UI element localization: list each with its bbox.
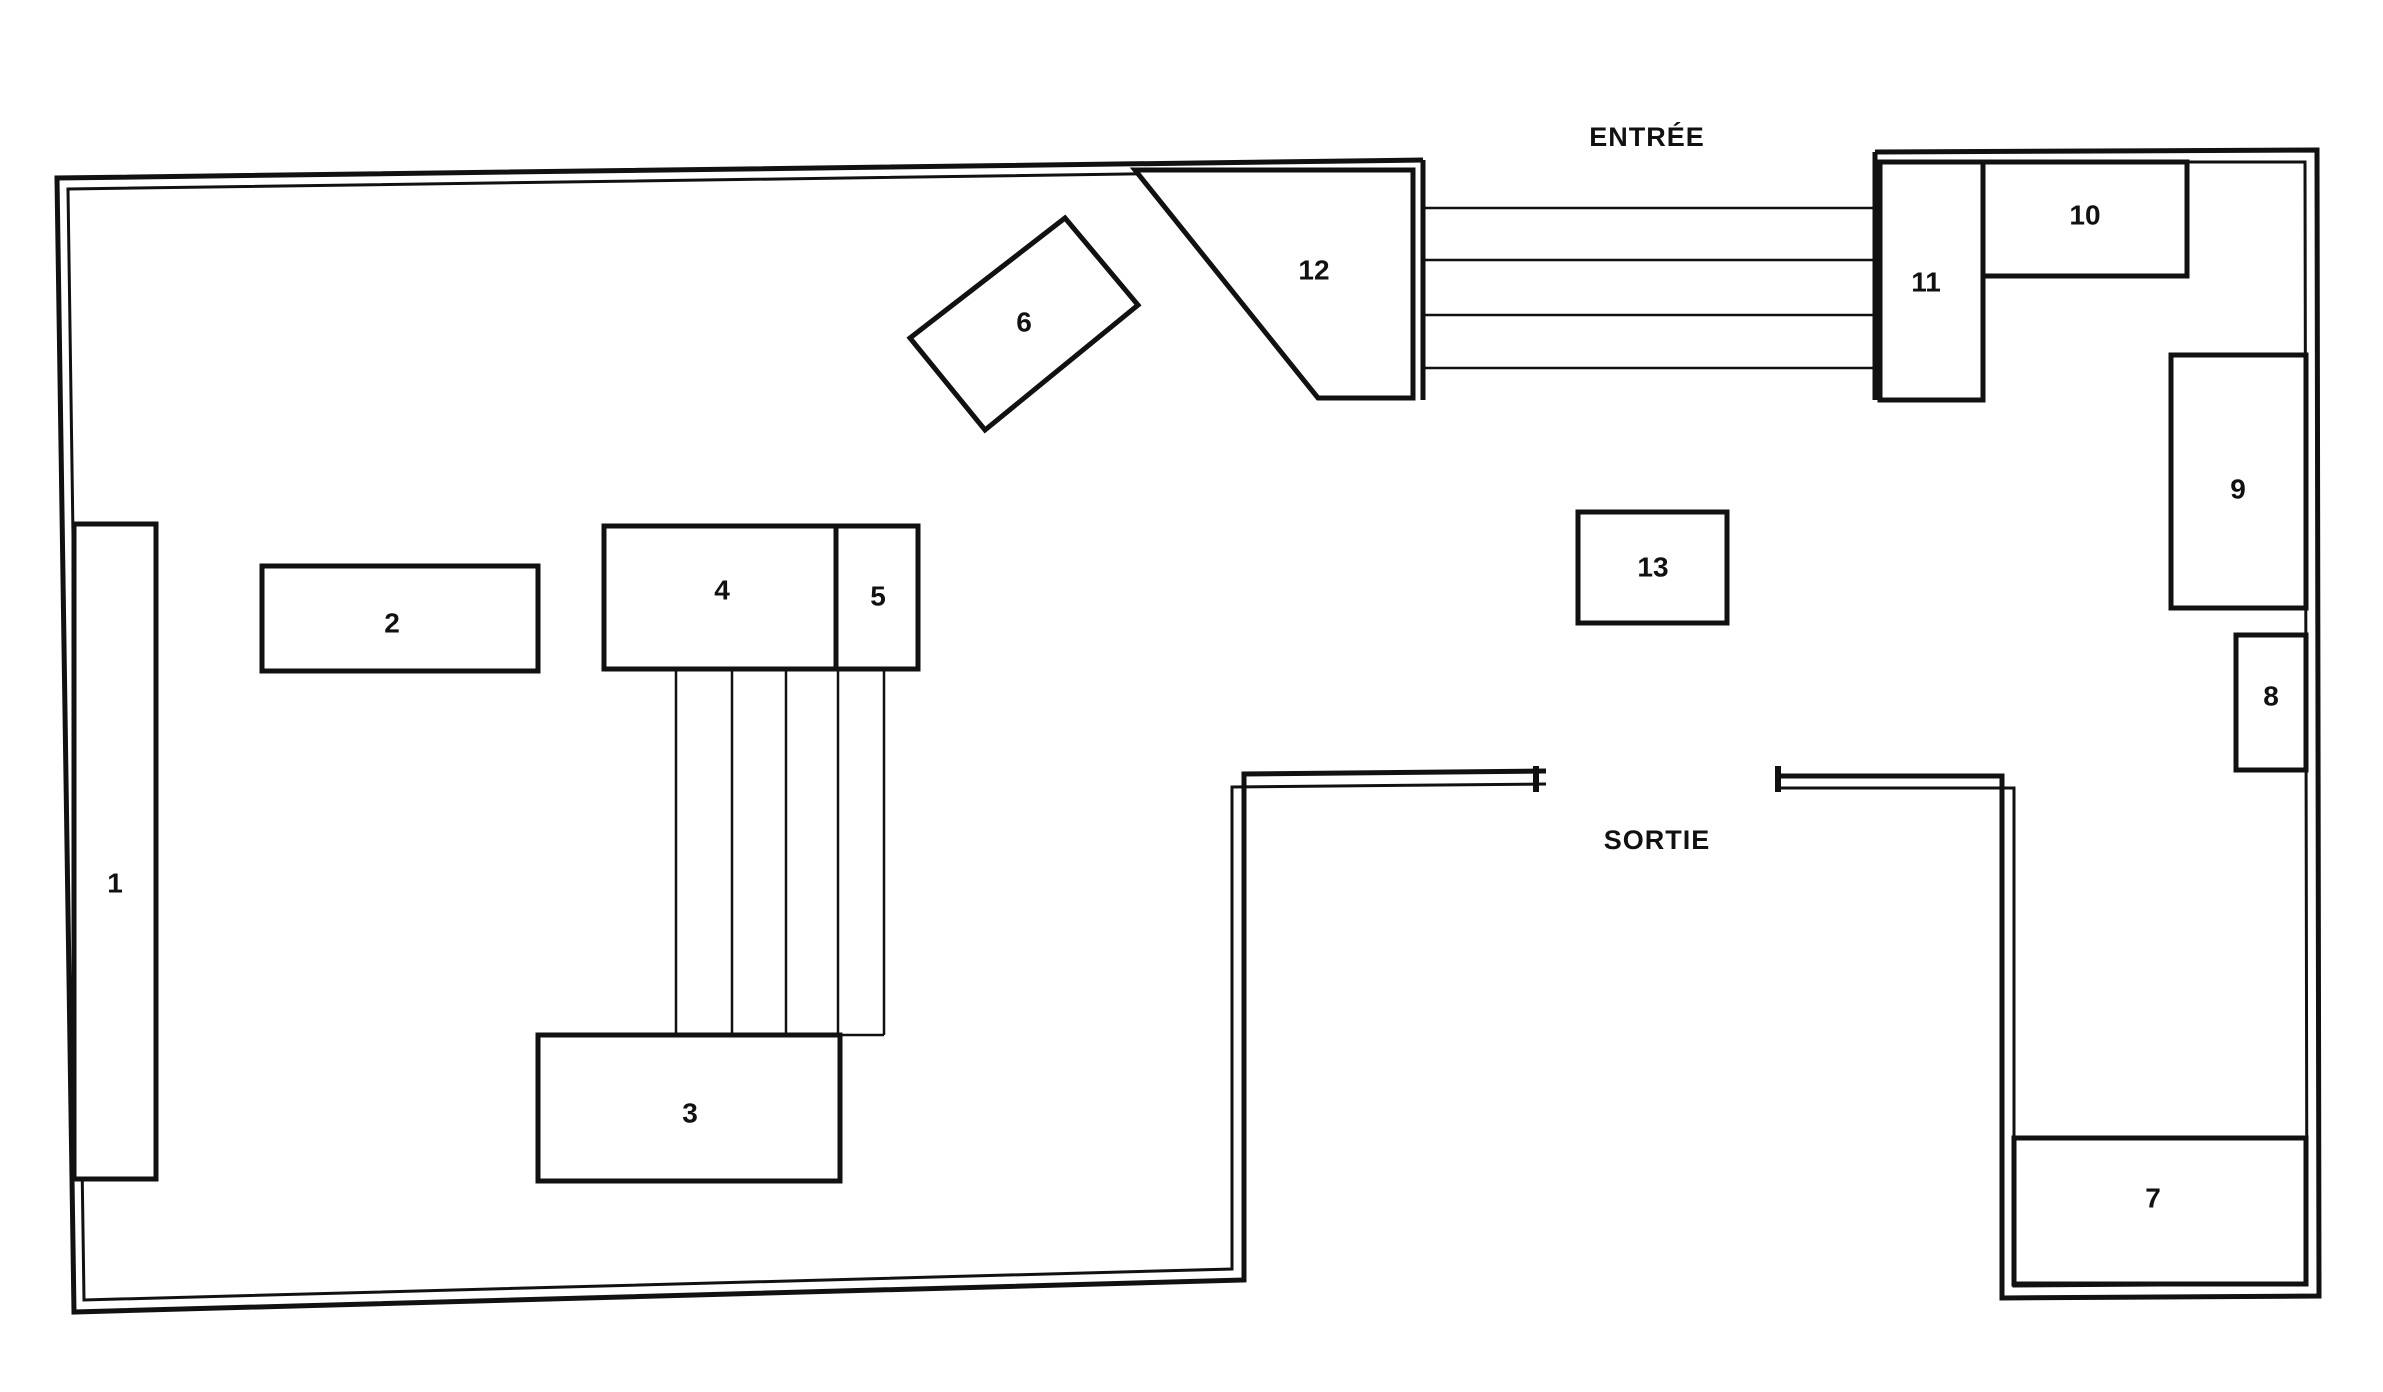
- fixture-8: 8: [2233, 632, 2309, 773]
- checkout-lanes: [674, 670, 886, 1037]
- wall-left-outer: [54, 157, 1547, 1315]
- fixture-10: 10: [1980, 159, 2190, 279]
- fixture-4-label: 4: [714, 574, 730, 605]
- fixture-12: 12: [1129, 167, 1416, 401]
- building-walls: [54, 147, 2322, 1315]
- wall-right-inner: [1780, 160, 2309, 1288]
- fixture-11: 11: [1877, 159, 1986, 403]
- fixture-2: 2: [259, 563, 541, 674]
- fixture-3-label: 3: [682, 1097, 698, 1128]
- entry-corridor: [1423, 206, 1878, 370]
- fixture-8-label: 8: [2263, 680, 2279, 711]
- entry-label: ENTRÉE: [1589, 121, 1705, 152]
- fixture-7: 7: [2011, 1135, 2309, 1287]
- fixture-6: 6: [906, 214, 1142, 434]
- fixture-11-label: 11: [1911, 266, 1941, 297]
- wall-left-inner: [66, 168, 1547, 1302]
- fixture-6-label: 6: [1016, 306, 1032, 337]
- fixture-2-label: 2: [384, 607, 400, 638]
- fixture-3: 3: [535, 1032, 843, 1184]
- fixture-1: 1: [71, 521, 159, 1182]
- fixture-9: 9: [2168, 352, 2309, 611]
- fixture-5-label: 5: [870, 580, 886, 611]
- fixture-1-label: 1: [107, 867, 123, 898]
- fixture-12-label: 12: [1298, 254, 1329, 285]
- fixture-7-label: 7: [2145, 1182, 2161, 1213]
- fixture-10-label: 10: [2069, 199, 2100, 230]
- fixture-9-label: 9: [2230, 473, 2246, 504]
- fixture-4: 4: [601, 523, 839, 672]
- fixture-13-label: 13: [1637, 551, 1668, 582]
- fixture-5: 5: [833, 523, 921, 672]
- fixture-13: 13: [1575, 509, 1730, 626]
- exit-label: SORTIE: [1604, 825, 1711, 855]
- wall-right-outer: [1780, 147, 2322, 1301]
